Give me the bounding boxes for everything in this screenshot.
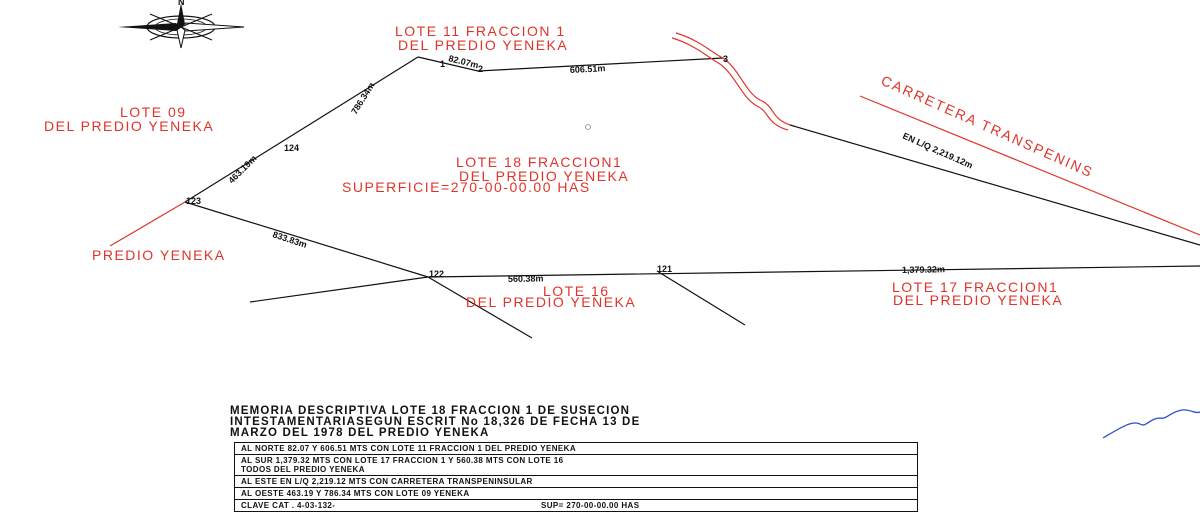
- measure-786: 786.34m: [349, 81, 376, 116]
- predio-yeneka-label: PREDIO YENEKA: [92, 247, 226, 263]
- compass-rose-icon: N: [118, 0, 245, 49]
- svg-text:DEL PREDIO YENEKA: DEL PREDIO YENEKA: [466, 294, 636, 310]
- lote18-label: LOTE 18 FRACCION1 DEL PREDIO YENEKA SUPE…: [342, 154, 629, 195]
- memo-table: AL NORTE 82.07 Y 606.51 MTS CON LOTE 11 …: [234, 442, 918, 512]
- lote17-label: LOTE 17 FRACCION1 DEL PREDIO YENEKA: [892, 279, 1063, 308]
- svg-text:3: 3: [723, 54, 728, 64]
- memo-sur-line-2: TODOS DEL PREDIO YENEKA: [241, 465, 365, 474]
- measure-833: 833.83m: [271, 229, 308, 249]
- memo-sur-line-1: AL SUR 1,379.32 MTS CON LOTE 17 FRACCION…: [241, 456, 564, 465]
- svg-text:124: 124: [284, 143, 299, 153]
- svg-text:LOTE 11 FRACCION 1: LOTE 11 FRACCION 1: [395, 23, 566, 39]
- vertex-labels: 1 2 3 124 123 122 121: [186, 54, 728, 279]
- measure-463: 463.19m: [226, 153, 258, 185]
- memo-superficie: SUP= 270-00-00.00 HAS: [541, 501, 640, 510]
- measure-lq: EN L/Q 2,219.12m: [901, 131, 974, 171]
- svg-text:DEL PREDIO YENEKA: DEL PREDIO YENEKA: [398, 37, 568, 53]
- lote16-label: LOTE 16 DEL PREDIO YENEKA: [466, 283, 636, 310]
- memo-title-line-3: MARZO DEL 1978 DEL PREDIO YENEKA: [230, 427, 490, 439]
- memo-clave: CLAVE CAT . 4-03-132-: [241, 501, 336, 510]
- svg-text:DEL PREDIO YENEKA: DEL PREDIO YENEKA: [459, 168, 629, 184]
- memo-title-line-2: INTESTAMENTARIASEGUN ESCRIT No 18,326 DE…: [230, 416, 641, 428]
- svg-text:LOTE 17 FRACCION1: LOTE 17 FRACCION1: [892, 279, 1058, 295]
- carretera-label: CARRETERA TRANSPENINS: [879, 72, 1096, 180]
- svg-text:2: 2: [478, 64, 483, 74]
- measure-606: 606.51m: [570, 63, 606, 75]
- svg-text:LOTE 16: LOTE 16: [543, 283, 610, 299]
- memo-oeste: AL OESTE 463.19 Y 786.34 MTS CON LOTE 09…: [235, 488, 917, 500]
- svg-text:LOTE 09: LOTE 09: [120, 104, 187, 120]
- center-mark: [585, 124, 591, 130]
- measure-560: 560.38m: [508, 273, 544, 284]
- lote09-label: LOTE 09 DEL PREDIO YENEKA: [44, 104, 214, 134]
- svg-text:DEL PREDIO YENEKA: DEL PREDIO YENEKA: [893, 292, 1063, 308]
- memoria-descriptiva: MEMORIA DESCRIPTIVA LOTE 18 FRACCION 1 D…: [228, 405, 918, 512]
- svg-text:DEL PREDIO YENEKA: DEL PREDIO YENEKA: [44, 118, 214, 134]
- svg-text:123: 123: [186, 196, 201, 206]
- svg-text:121: 121: [657, 264, 672, 274]
- svg-text:1: 1: [440, 59, 445, 69]
- lote11-label: LOTE 11 FRACCION 1 DEL PREDIO YENEKA: [395, 23, 568, 53]
- measure-1379: 1,379.32m: [902, 264, 945, 275]
- memo-norte: AL NORTE 82.07 Y 606.51 MTS CON LOTE 11 …: [235, 443, 917, 455]
- blue-sketch-marks: [1102, 409, 1200, 439]
- svg-text:SUPERFICIE=270-00-00.00 HAS: SUPERFICIE=270-00-00.00 HAS: [342, 179, 591, 195]
- svg-text:LOTE 18 FRACCION1: LOTE 18 FRACCION1: [456, 154, 622, 170]
- memo-este: AL ESTE EN L/Q 2,219.12 MTS CON CARRETER…: [235, 476, 917, 488]
- compass-north-label: N: [178, 0, 185, 7]
- memo-sur: AL SUR 1,379.32 MTS CON LOTE 17 FRACCION…: [235, 455, 917, 476]
- memo-title-line-1: MEMORIA DESCRIPTIVA LOTE 18 FRACCION 1 D…: [230, 405, 631, 417]
- memo-clave-row: CLAVE CAT . 4-03-132- SUP= 270-00-00.00 …: [235, 500, 917, 511]
- svg-text:122: 122: [429, 269, 444, 279]
- red-lines: [109, 32, 1200, 247]
- boundary-lines: [184, 56, 1200, 339]
